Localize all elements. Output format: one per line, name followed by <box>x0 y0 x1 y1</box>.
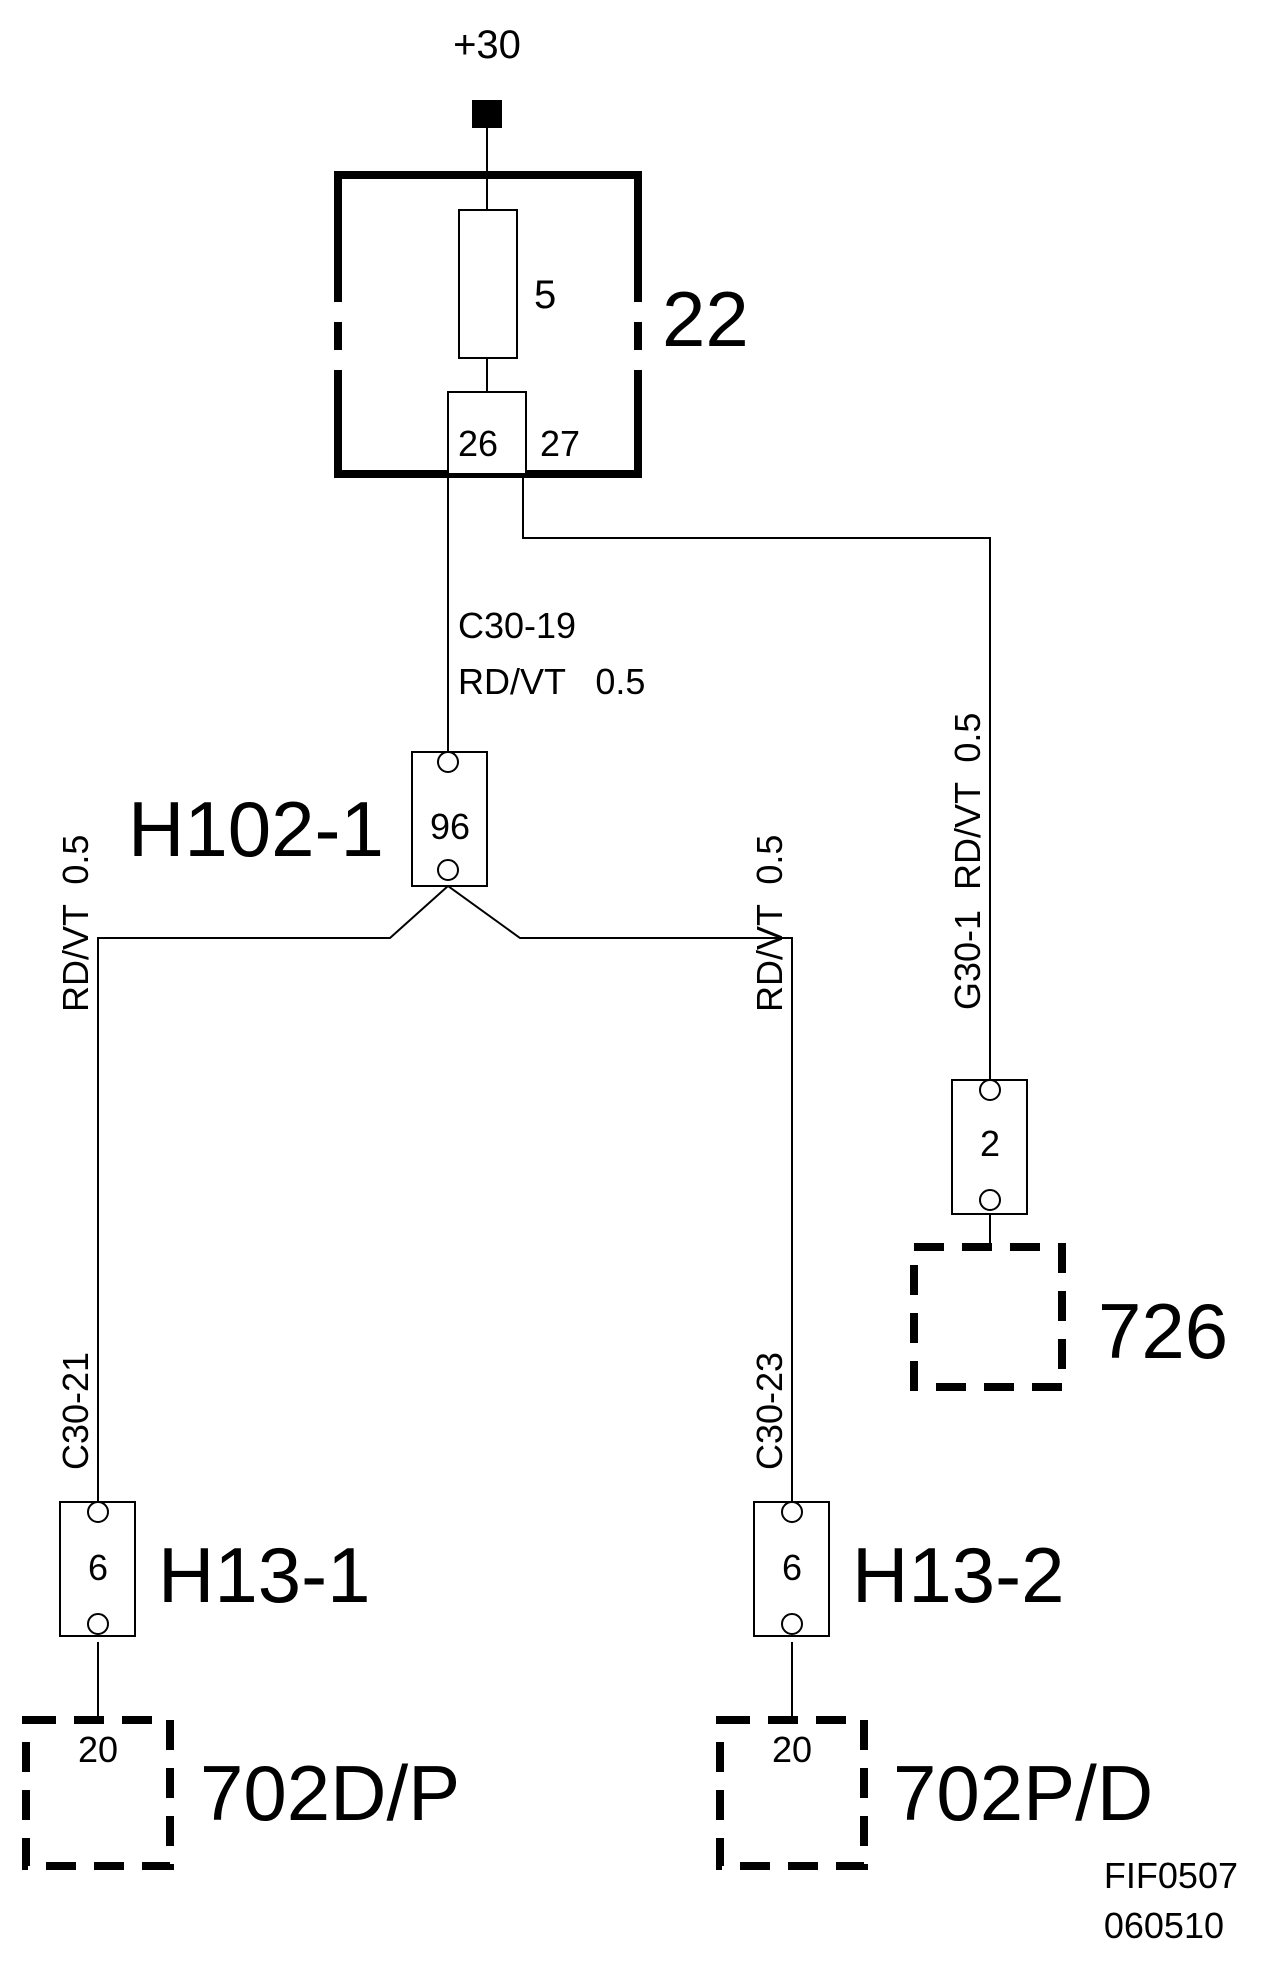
h13-2-bottom-terminal <box>781 1613 803 1635</box>
h13-1-label: H13-1 <box>158 1531 370 1619</box>
supply-terminal <box>472 100 502 128</box>
component-702dp-pin: 20 <box>78 1729 118 1770</box>
fuse-box-id: 22 <box>662 275 749 363</box>
component-702pd <box>716 1716 868 1870</box>
wire-left-code: C30-21 <box>55 1352 96 1470</box>
g-pin: 2 <box>980 1123 1000 1164</box>
wire-lines <box>97 474 991 1718</box>
wire-main-code: C30-19 <box>458 605 576 646</box>
component-702pd-pin: 20 <box>772 1729 812 1770</box>
wire-right-code: C30-23 <box>749 1352 790 1470</box>
h13-1-pin: 6 <box>88 1547 108 1588</box>
h102-top-terminal <box>437 751 459 773</box>
pin-26: 26 <box>458 423 498 464</box>
component-726 <box>910 1243 1066 1391</box>
h102-pin: 96 <box>430 806 470 847</box>
wire-right-spec: RD/VT 0.5 <box>749 835 790 1012</box>
h102-bottom-terminal <box>437 859 459 881</box>
h13-2-label: H13-2 <box>852 1531 1064 1619</box>
fuse-number: 5 <box>534 273 556 317</box>
g-bottom-terminal <box>979 1189 1001 1211</box>
component-702dp-label: 702D/P <box>200 1749 460 1837</box>
fuse-element <box>458 209 518 359</box>
diagram-ref: FIF0507 <box>1104 1855 1238 1896</box>
supply-label: +30 <box>453 23 521 67</box>
wire-far-label: G30-1 RD/VT 0.5 <box>947 713 988 1010</box>
h13-1-bottom-terminal <box>87 1613 109 1635</box>
component-702pd-label: 702P/D <box>893 1749 1153 1837</box>
pin-27: 27 <box>540 423 580 464</box>
diagram-date: 060510 <box>1104 1905 1224 1946</box>
h102-label: H102-1 <box>128 785 384 873</box>
h13-2-top-terminal <box>781 1501 803 1523</box>
wire-main-spec: RD/VT 0.5 <box>458 661 645 702</box>
wire-left-spec: RD/VT 0.5 <box>55 835 96 1012</box>
component-702dp <box>22 1716 174 1870</box>
component-726-label: 726 <box>1098 1287 1228 1375</box>
h13-1-top-terminal <box>87 1501 109 1523</box>
g-top-terminal <box>979 1079 1001 1101</box>
pin-box-26 <box>447 391 527 475</box>
h13-2-pin: 6 <box>782 1547 802 1588</box>
h13-1-connector <box>59 1501 136 1637</box>
